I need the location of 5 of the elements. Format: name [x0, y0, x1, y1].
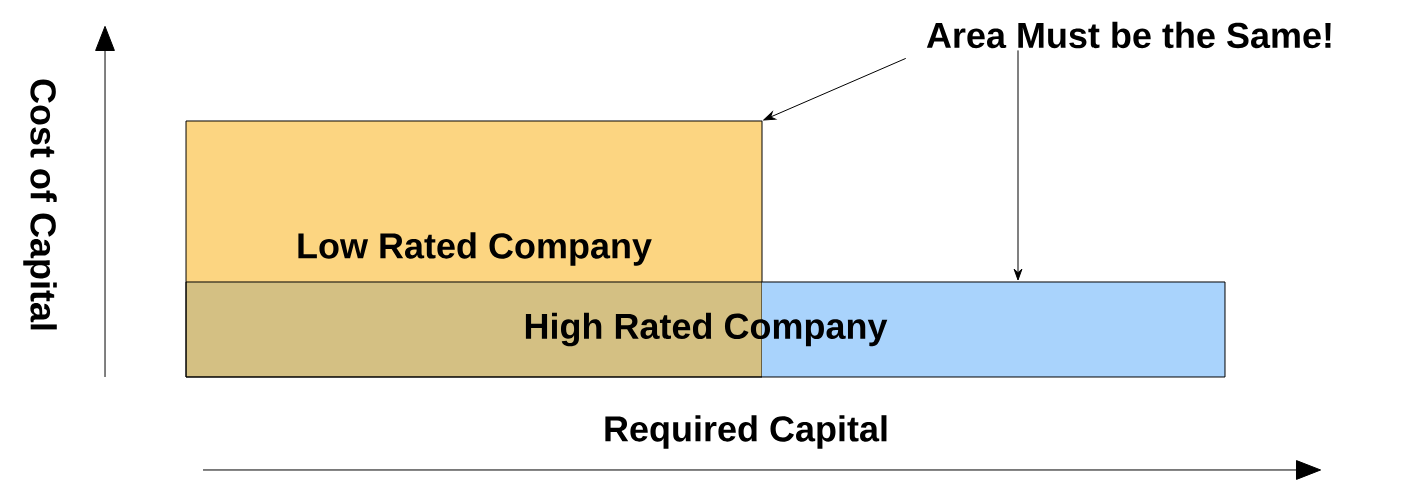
callout-text: Area Must be the Same!: [926, 21, 1331, 49]
axis-label: Required Capital: [605, 415, 887, 449]
arrow: [763, 57, 907, 121]
arrow: [1013, 49, 1023, 281]
axis-label: Cost of Capital: [23, 79, 57, 330]
